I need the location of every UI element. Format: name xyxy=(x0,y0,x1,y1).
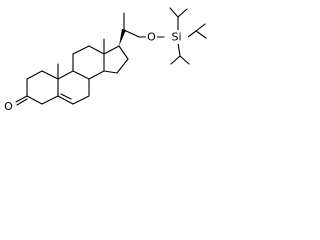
triisopropylsilyl-group xyxy=(169,7,207,65)
svg-text:Si: Si xyxy=(171,31,181,44)
side-chain xyxy=(119,12,165,46)
silicon-label: Si xyxy=(165,30,188,44)
angular-methyls xyxy=(57,38,105,80)
ring-b xyxy=(57,70,90,105)
ketone-oxygen-label: O xyxy=(3,100,14,113)
ketone-bond xyxy=(15,95,28,106)
svg-text:O: O xyxy=(4,100,13,113)
ring-c xyxy=(72,45,105,80)
chemical-structure: O O Si xyxy=(3,7,207,113)
ring-d xyxy=(103,45,129,74)
svg-text:O: O xyxy=(147,31,156,44)
ring-a xyxy=(26,70,59,105)
ether-oxygen-label: O xyxy=(146,30,157,44)
